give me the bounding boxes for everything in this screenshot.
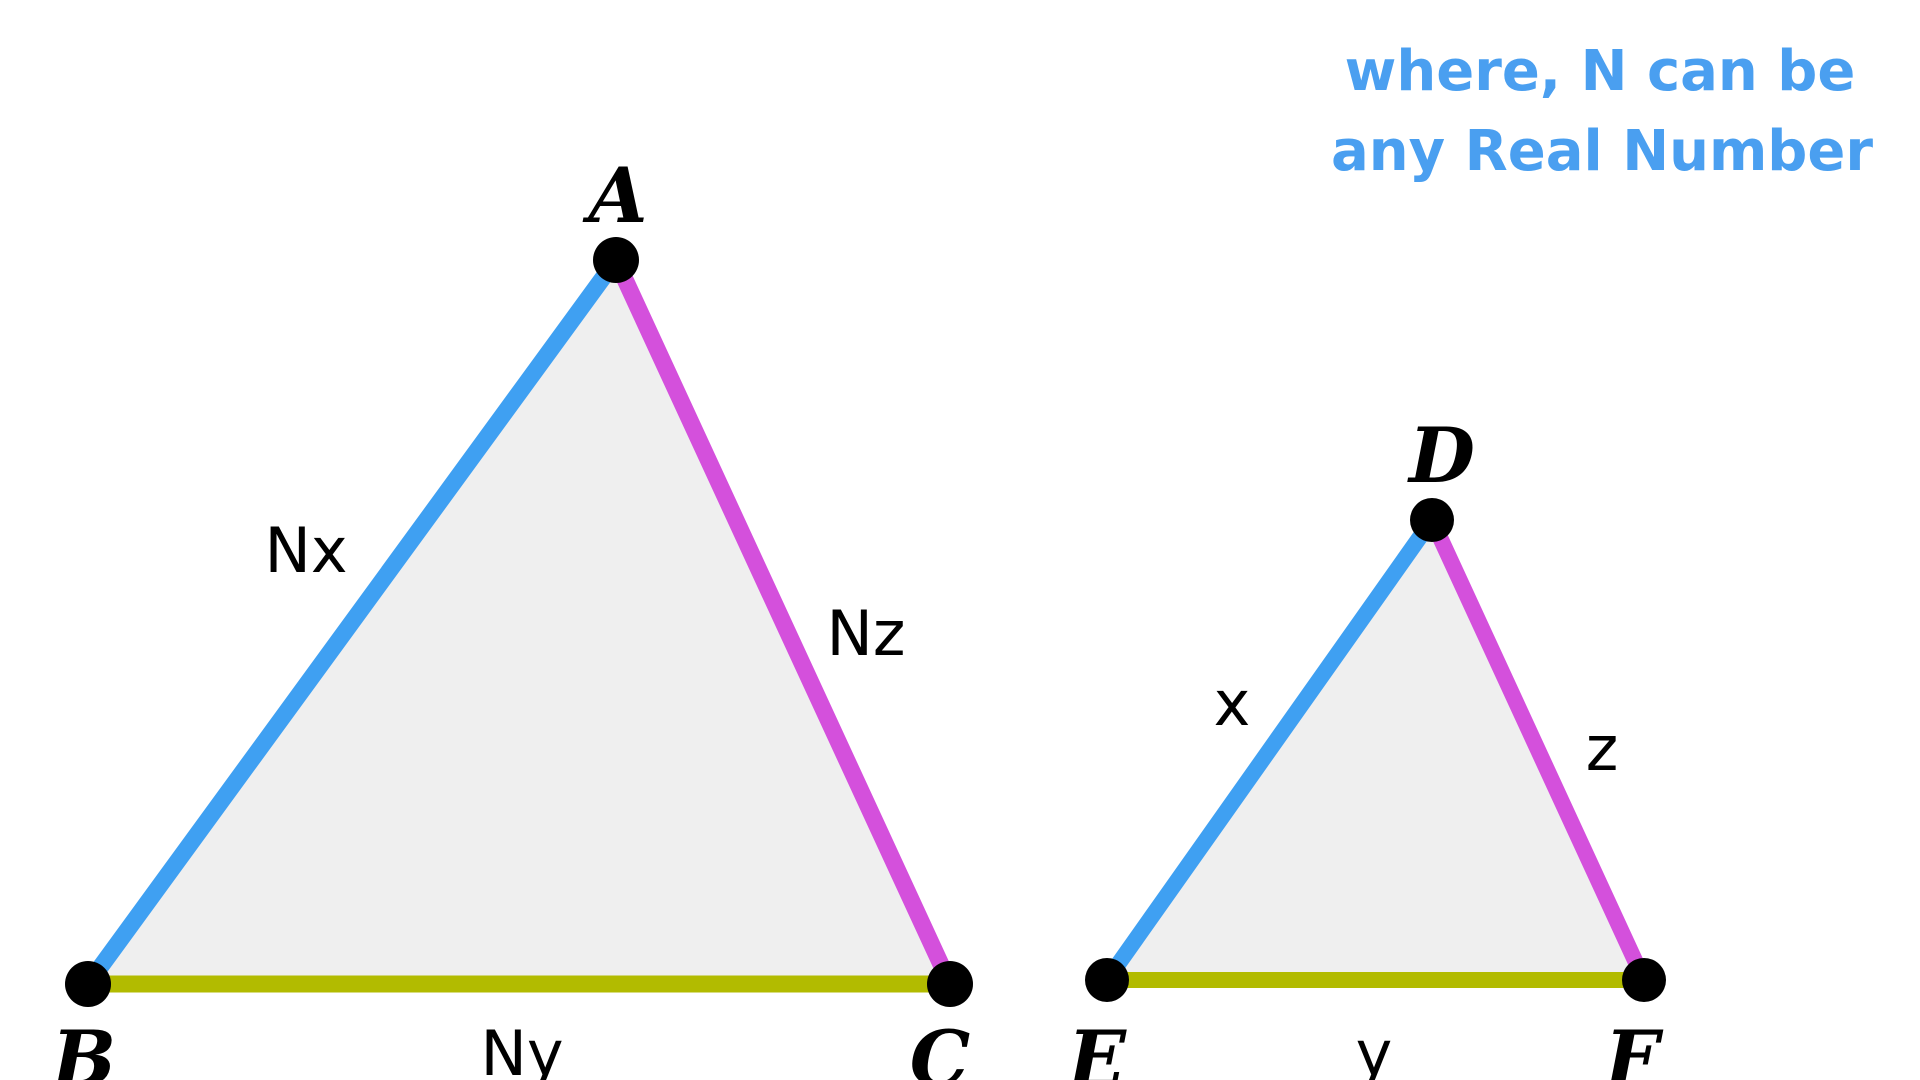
side-ac xyxy=(607,251,959,993)
side-ac-label: Nz xyxy=(827,597,906,670)
vertex-f-label: F xyxy=(1603,1014,1664,1080)
vertex-c-point xyxy=(927,961,973,1007)
triangle-def: D E F x z y xyxy=(1066,411,1666,1080)
vertex-e-label: E xyxy=(1066,1014,1127,1080)
side-df-label: z xyxy=(1586,712,1619,785)
side-de xyxy=(1099,512,1440,988)
side-bc-label: Ny xyxy=(480,1017,563,1080)
vertex-e-point xyxy=(1085,958,1129,1002)
side-ab-label: Nx xyxy=(264,514,347,587)
vertex-c-label: C xyxy=(910,1014,971,1080)
vertex-b-point xyxy=(65,961,111,1007)
triangle-def-fill xyxy=(1107,520,1644,980)
note-line-1: where, N can be xyxy=(1345,39,1856,104)
vertex-a-label: A xyxy=(583,151,648,240)
side-df xyxy=(1424,512,1652,988)
side-ef-label: y xyxy=(1356,1017,1393,1080)
vertex-d-point xyxy=(1410,498,1454,542)
note-block: where, N can be any Real Number xyxy=(1331,39,1873,184)
vertex-b-label: B xyxy=(50,1014,116,1080)
side-ab xyxy=(79,251,625,993)
vertex-a-point xyxy=(593,237,639,283)
side-de-label: x xyxy=(1214,667,1251,740)
triangle-abc: A B C Nx Nz Ny xyxy=(50,151,973,1080)
triangle-abc-fill xyxy=(88,260,950,984)
vertex-f-point xyxy=(1622,958,1666,1002)
vertex-d-label: D xyxy=(1407,411,1475,500)
note-line-2: any Real Number xyxy=(1331,119,1873,184)
